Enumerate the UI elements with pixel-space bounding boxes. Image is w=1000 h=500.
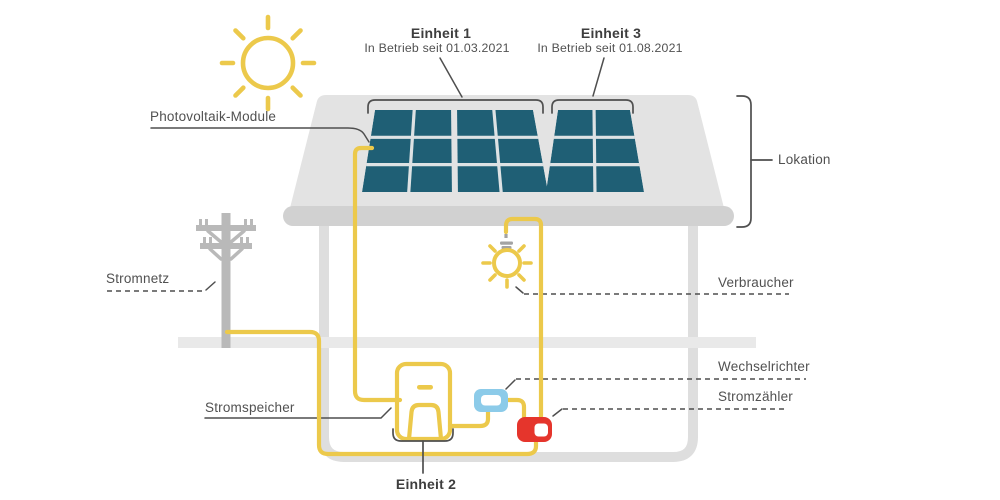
leader-stromzaehler (552, 408, 788, 417)
wire-ceiling-to-meter (503, 216, 544, 422)
label-verbraucher: Verbraucher (718, 275, 794, 290)
label-photovoltaik-module: Photovoltaik-Module (150, 109, 277, 124)
leader-einheit-3 (592, 57, 605, 97)
leader-stromspeicher (204, 407, 392, 419)
label-stromspeicher: Stromspeicher (205, 400, 295, 415)
bracket-einheit-2 (392, 428, 454, 474)
einheit-1-title: Einheit 1 (410, 25, 472, 41)
wire-panels-to-battery (352, 145, 403, 403)
leader-verbraucher (515, 286, 789, 295)
electricity-meter-icon (517, 417, 552, 442)
leader-photovoltaik-module (150, 127, 370, 143)
einheit-3-subtitle: In Betrieb seit 01.08.2021 (537, 41, 683, 55)
leader-stromnetz (107, 281, 216, 292)
sun-icon (219, 14, 317, 112)
leader-wechselrichter (505, 378, 806, 390)
label-wechselrichter: Wechselrichter (718, 359, 810, 374)
inverter-icon (474, 389, 508, 412)
solar-panel-array-einheit-3 (546, 110, 644, 192)
einheit-2-title: Einheit 2 (395, 476, 457, 492)
label-lokation: Lokation (778, 152, 831, 167)
einheit-3-title: Einheit 3 (580, 25, 642, 41)
roof-eave (283, 206, 734, 226)
ground-line (178, 337, 756, 348)
wire-grid-to-meter (224, 329, 539, 457)
power-pole-icon (196, 213, 256, 348)
wire-inverter-to-meter (504, 397, 527, 422)
leader-einheit-1 (439, 57, 463, 98)
einheit-1-subtitle: In Betrieb seit 01.03.2021 (364, 41, 510, 55)
label-stromnetz: Stromnetz (106, 271, 170, 286)
solar-panel-array-einheit-1 (362, 110, 548, 192)
house-walls (319, 226, 698, 462)
label-stromzaehler: Stromzähler (718, 389, 793, 404)
bracket-einheit-3 (551, 99, 634, 114)
wire-battery-to-inverter (447, 407, 491, 429)
bracket-einheit-1 (367, 99, 544, 114)
light-bulb-icon (481, 234, 533, 289)
battery-storage-icon (394, 361, 453, 442)
bracket-lokation (736, 95, 773, 228)
